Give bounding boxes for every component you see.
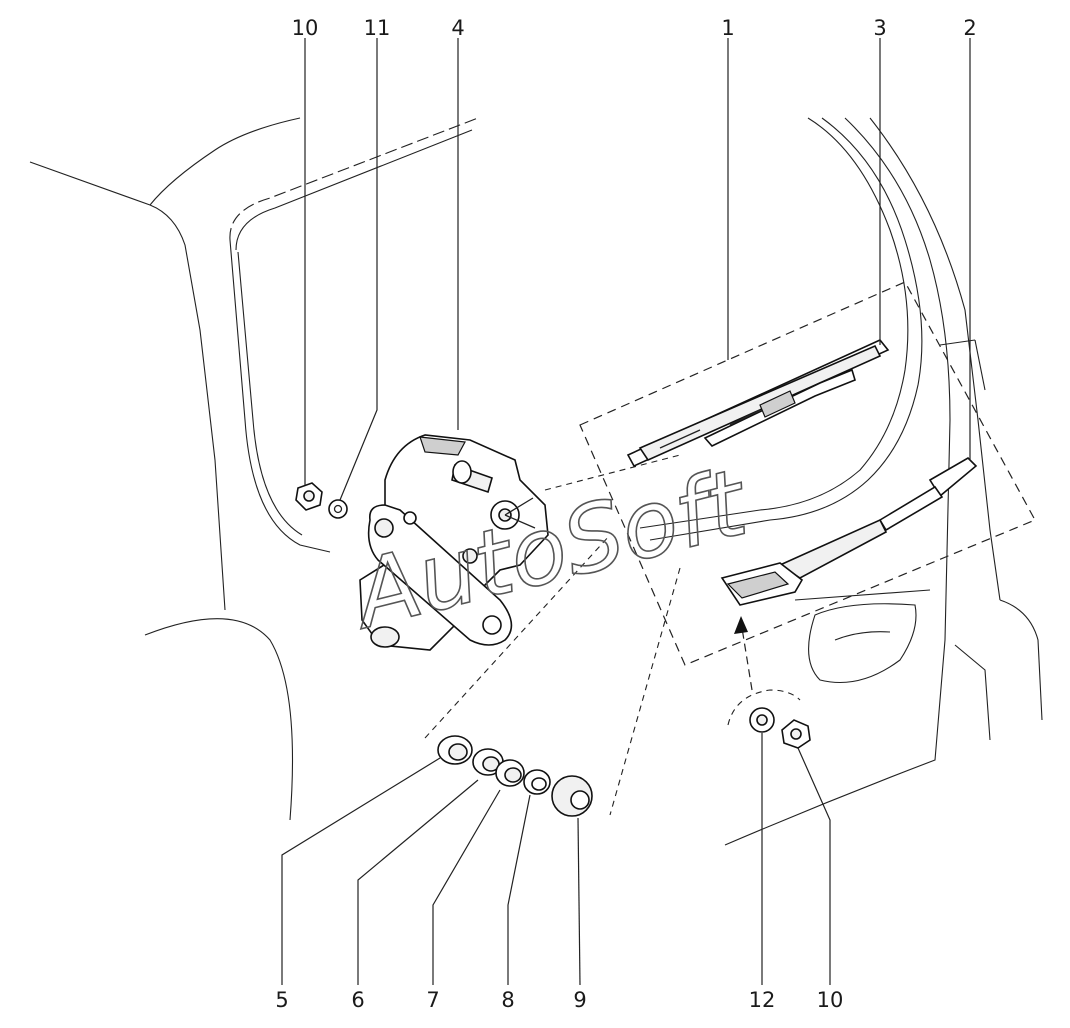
callout-washer-top: 11 xyxy=(364,16,391,40)
cap-12 xyxy=(749,707,775,733)
callout-spacer-6: 6 xyxy=(351,988,364,1012)
callout-arm-assembly: 1 xyxy=(721,16,734,40)
spacer-7 xyxy=(495,759,525,787)
callout-nut-top: 10 xyxy=(292,16,319,40)
nut-bottom xyxy=(781,719,811,749)
callout-cap: 12 xyxy=(749,988,776,1012)
pivot-axis-dash xyxy=(544,454,681,491)
callout-blade-insert: 3 xyxy=(873,16,886,40)
callout-labels: 10 11 4 1 3 2 5 6 7 8 9 12 10 xyxy=(275,16,976,1012)
callout-motor: 4 xyxy=(451,16,464,40)
callout-spacer-9: 9 xyxy=(573,988,586,1012)
wiper-arm xyxy=(720,456,978,606)
wiper-motor xyxy=(359,434,549,651)
callout-nut-bottom: 10 xyxy=(817,988,844,1012)
spacer-8 xyxy=(523,769,551,795)
install-arrowhead xyxy=(734,616,748,634)
callout-spacer-5: 5 xyxy=(275,988,288,1012)
spacer-5 xyxy=(437,735,473,765)
spacer-group-boundary xyxy=(424,534,681,816)
callout-arm: 2 xyxy=(963,16,976,40)
install-arc xyxy=(727,689,801,726)
nut-top xyxy=(295,482,323,511)
install-arrow xyxy=(741,627,753,691)
lock-washer-top xyxy=(328,499,348,519)
leader-lines xyxy=(281,38,971,986)
callout-spacer-8: 8 xyxy=(501,988,514,1012)
spacer-6 xyxy=(472,748,504,776)
callout-spacer-7: 7 xyxy=(426,988,439,1012)
wiper-blade xyxy=(626,339,890,468)
vehicle-body-outline xyxy=(29,117,1043,846)
grommet-9 xyxy=(551,775,593,817)
